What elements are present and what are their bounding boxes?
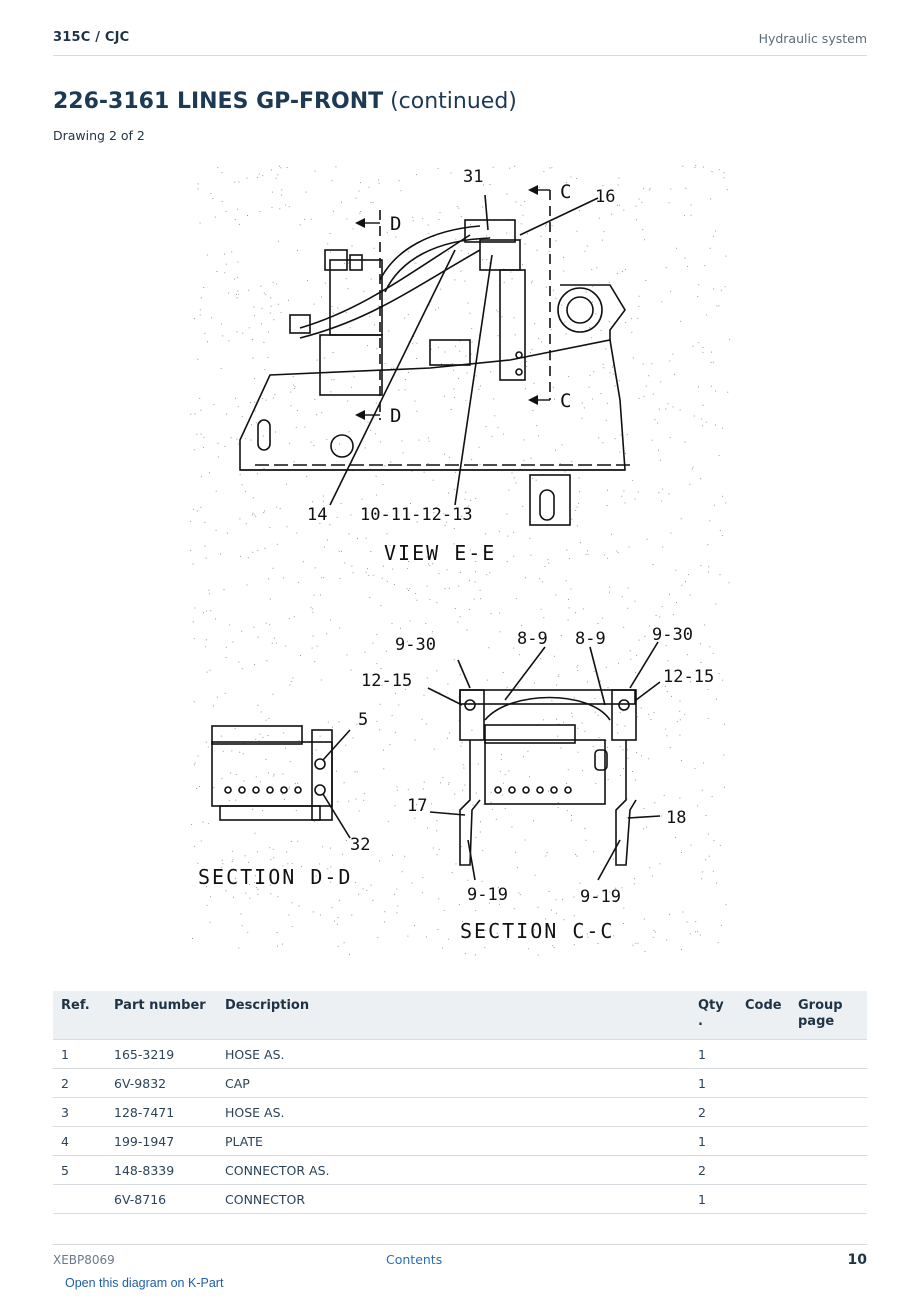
cell-ref: 1 [53, 1039, 106, 1069]
speckle-texture [190, 165, 731, 956]
callout-5: 5 [358, 710, 368, 730]
table-row: 3 128-7471 HOSE AS. 2 [53, 1097, 867, 1127]
open-kpart-link[interactable]: Open this diagram on K-Part [65, 1276, 224, 1290]
table-row: 5 148-8339 CONNECTOR AS. 2 [53, 1155, 867, 1185]
contents-link[interactable]: Contents [386, 1252, 443, 1267]
table-header-row: Ref. Part number Description Qty . Code … [53, 991, 867, 1040]
col-header-code: Code [737, 991, 790, 1040]
callout-9-19-right: 9-19 [580, 887, 621, 907]
callout-12-15-right: 12-15 [663, 667, 714, 687]
callout-9-30-left: 9-30 [395, 635, 436, 655]
callout-8-9-right: 8-9 [575, 629, 606, 649]
cell-qty: 2 [690, 1097, 737, 1127]
callout-14: 14 [307, 505, 327, 525]
document-id: XEBP8069 [53, 1253, 115, 1267]
table-row: 1 165-3219 HOSE AS. 1 [53, 1039, 867, 1069]
callout-12-15-left: 12-15 [361, 671, 412, 691]
callout-c-top: C [560, 181, 571, 203]
page-title: 226-3161 LINES GP-FRONT (continued) [53, 89, 517, 114]
cell-description: PLATE [217, 1126, 690, 1156]
table-row: 2 6V-9832 CAP 1 [53, 1068, 867, 1098]
section-arrows [355, 185, 550, 420]
col-header-part-number: Part number [106, 991, 217, 1040]
section-cc-drawing [427, 641, 661, 881]
footer-divider [53, 1244, 867, 1245]
cell-code [737, 1097, 790, 1127]
col-header-group-page: Group page [790, 991, 867, 1040]
cell-group-page [790, 1039, 867, 1069]
callout-8-9-left: 8-9 [517, 629, 548, 649]
callout-9-30-right: 9-30 [652, 625, 693, 645]
parts-diagram: 31 C 16 D C D 14 10-11-12-13 VIEW E-E 5 … [180, 160, 740, 960]
callout-16: 16 [595, 187, 615, 207]
cell-code [737, 1155, 790, 1185]
cell-code [737, 1126, 790, 1156]
callout-31: 31 [463, 167, 483, 187]
view-ee-caption: VIEW E-E [384, 541, 496, 565]
col-header-ref: Ref. [53, 991, 106, 1040]
callout-d-bottom: D [390, 405, 401, 427]
page-title-suffix: (continued) [383, 89, 517, 114]
cell-code [737, 1068, 790, 1098]
page-header: 315C / CJC Hydraulic system [53, 28, 867, 56]
cell-qty: 2 [690, 1155, 737, 1185]
col-header-qty: Qty . [690, 991, 737, 1040]
cell-qty: 1 [690, 1039, 737, 1069]
cell-description: CONNECTOR [217, 1184, 690, 1214]
cell-group-page [790, 1068, 867, 1098]
cell-code [737, 1039, 790, 1069]
cell-ref: 5 [53, 1155, 106, 1185]
view-ee-drawing [239, 190, 630, 526]
cell-qty: 1 [690, 1126, 737, 1156]
cell-group-page [790, 1126, 867, 1156]
callout-9-19-left: 9-19 [467, 885, 508, 905]
cell-part-number: 148-8339 [106, 1155, 217, 1185]
model-label: 315C / CJC [53, 30, 130, 45]
callout-c-bottom: C [560, 390, 571, 412]
callout-32: 32 [350, 835, 370, 855]
cell-group-page [790, 1155, 867, 1185]
cell-qty: 1 [690, 1068, 737, 1098]
cell-description: HOSE AS. [217, 1097, 690, 1127]
cell-code [737, 1184, 790, 1214]
cell-part-number: 6V-9832 [106, 1068, 217, 1098]
table-row: 4 199-1947 PLATE 1 [53, 1126, 867, 1156]
cell-part-number: 199-1947 [106, 1126, 217, 1156]
col-header-description: Description [217, 991, 690, 1040]
cell-group-page [790, 1097, 867, 1127]
cell-ref [53, 1184, 106, 1214]
cell-part-number: 128-7471 [106, 1097, 217, 1127]
section-dd-drawing [211, 725, 351, 839]
cell-part-number: 165-3219 [106, 1039, 217, 1069]
cell-ref: 3 [53, 1097, 106, 1127]
cell-description: HOSE AS. [217, 1039, 690, 1069]
section-dd-caption: SECTION D-D [198, 865, 352, 889]
section-label: Hydraulic system [758, 31, 867, 46]
cell-ref: 4 [53, 1126, 106, 1156]
cell-description: CAP [217, 1068, 690, 1098]
section-cc-caption: SECTION C-C [460, 919, 614, 943]
parts-diagram-svg: 31 C 16 D C D 14 10-11-12-13 VIEW E-E 5 … [190, 165, 731, 956]
callout-17: 17 [407, 796, 427, 816]
callout-18: 18 [666, 808, 686, 828]
cell-qty: 1 [690, 1184, 737, 1214]
cell-part-number: 6V-8716 [106, 1184, 217, 1214]
parts-table: Ref. Part number Description Qty . Code … [53, 991, 867, 1214]
cell-ref: 2 [53, 1068, 106, 1098]
table-row: 6V-8716 CONNECTOR 1 [53, 1184, 867, 1214]
page-title-main: 226-3161 LINES GP-FRONT [53, 89, 384, 114]
cell-group-page [790, 1184, 867, 1214]
callout-d-top: D [390, 213, 401, 235]
page-number: 10 [847, 1252, 867, 1268]
cell-description: CONNECTOR AS. [217, 1155, 690, 1185]
drawing-subtitle: Drawing 2 of 2 [53, 128, 145, 143]
callout-10-13: 10-11-12-13 [360, 505, 473, 525]
